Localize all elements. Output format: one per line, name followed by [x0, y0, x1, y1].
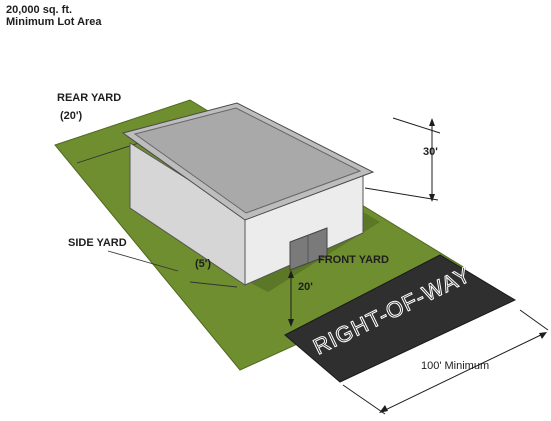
- height-dimension-label: 30': [423, 146, 438, 158]
- lot-area-caption: Minimum Lot Area: [6, 16, 102, 28]
- frontage-arrow-left: [379, 405, 388, 413]
- right-of-way-road: [284, 254, 517, 383]
- frontage-extension-right: [519, 309, 549, 331]
- front-yard-label: FRONT YARD: [318, 254, 389, 266]
- height-extension-top: [392, 117, 441, 134]
- front-yard-arrow-top: [288, 270, 294, 278]
- side-yard-label: SIDE YARD: [68, 237, 127, 249]
- height-extension-bottom: [364, 187, 439, 201]
- building-roof-inset: [133, 107, 362, 214]
- lot-area-value: 20,000 sq. ft.: [6, 4, 72, 16]
- height-arrow-bottom: [429, 194, 435, 202]
- frontage-dimension-line: [380, 332, 546, 413]
- frontage-arrow-right: [539, 332, 547, 339]
- rear-yard-dimension: (20'): [60, 110, 83, 122]
- side-yard-leader: [107, 250, 179, 272]
- rear-yard-setback-line: [76, 140, 146, 164]
- rear-yard-label: REAR YARD: [57, 92, 121, 104]
- front-yard-dimension: 20': [298, 281, 313, 293]
- front-yard-arrow-bottom: [288, 319, 294, 327]
- frontage-dimension-label: 100' Minimum: [421, 360, 489, 372]
- frontage-extension-left: [342, 384, 386, 415]
- side-yard-dimension: (5'): [195, 258, 211, 270]
- height-arrow-top: [429, 118, 435, 126]
- side-yard-setback-line: [189, 281, 238, 288]
